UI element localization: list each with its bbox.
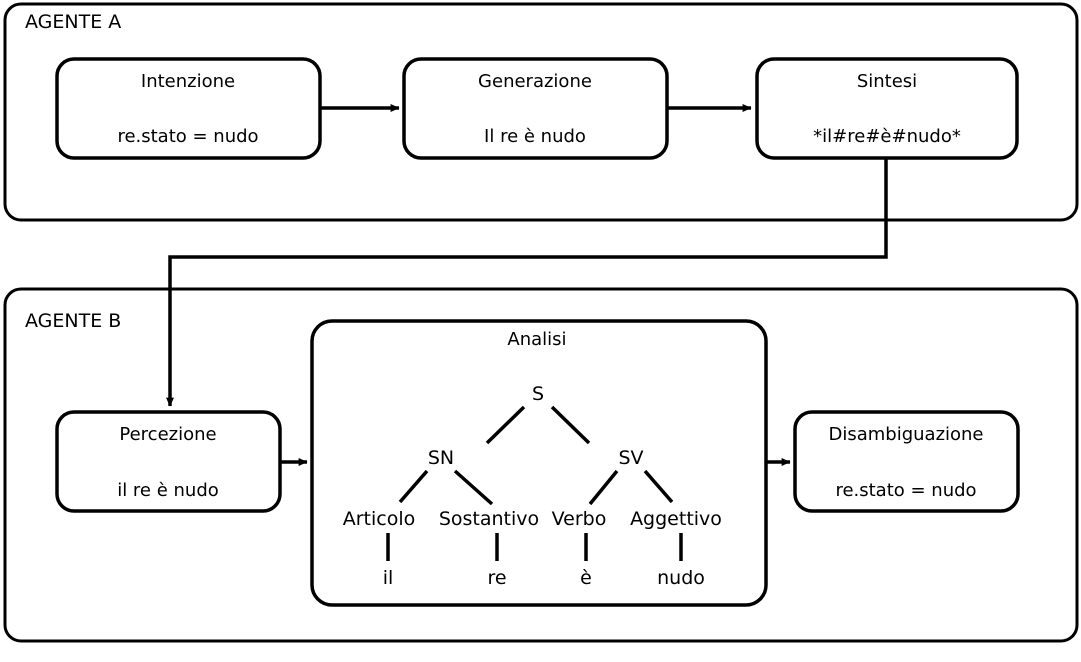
node-disambiguazione-box[interactable] bbox=[793, 410, 1020, 513]
node-disambiguazione-title: Disambiguazione bbox=[828, 424, 983, 445]
tree-node-aggettivo: Aggettivo bbox=[630, 508, 722, 530]
node-sintesi[interactable]: Sintesi *il#re#è#nudo* bbox=[755, 57, 1019, 160]
node-disambiguazione-value: re.stato = nudo bbox=[835, 480, 976, 501]
tree-edge-sn-articolo bbox=[398, 469, 429, 504]
agent-a-group: AGENTE A Intenzione re.stato = nudo Gene… bbox=[3, 2, 1079, 222]
node-generazione-title: Generazione bbox=[478, 71, 592, 92]
agent-a-label: AGENTE A bbox=[25, 11, 121, 33]
node-generazione[interactable]: Generazione Il re è nudo bbox=[402, 57, 669, 160]
tree-leaf-nudo: nudo bbox=[657, 567, 705, 589]
tree-node-articolo: Articolo bbox=[343, 508, 416, 530]
tree-node-verbo: Verbo bbox=[552, 508, 607, 530]
node-disambiguazione[interactable]: Disambiguazione re.stato = nudo bbox=[793, 410, 1020, 513]
tree-edge-s-sv bbox=[550, 405, 591, 445]
node-percezione-value: il re è nudo bbox=[117, 480, 219, 501]
tree-edge-sv-aggettivo bbox=[643, 469, 674, 504]
node-sintesi-title: Sintesi bbox=[857, 71, 917, 92]
tree-edge-sn-sostantivo bbox=[453, 469, 494, 506]
analysis-title: Analisi bbox=[507, 329, 566, 350]
arrow-sintesi-percezione bbox=[166, 158, 888, 407]
tree-edge-sv-verbo bbox=[588, 469, 619, 506]
node-generazione-value: Il re è nudo bbox=[484, 126, 586, 147]
tree-leaf-e: è bbox=[580, 567, 592, 589]
analysis-panel[interactable]: Analisi S SN SV bbox=[310, 319, 768, 607]
node-percezione-title: Percezione bbox=[119, 424, 216, 445]
analysis-box[interactable] bbox=[310, 319, 768, 607]
node-percezione[interactable]: Percezione il re è nudo bbox=[55, 410, 282, 513]
agent-b-group: AGENTE B Percezione il re è nudo Analisi… bbox=[3, 287, 1079, 643]
parse-tree: S SN SV Articolo Sostantivo bbox=[343, 383, 722, 589]
tree-node-sn: SN bbox=[428, 447, 454, 469]
tree-node-sv: SV bbox=[618, 447, 643, 469]
agent-b-frame bbox=[3, 287, 1079, 643]
tree-edge-s-sn bbox=[485, 405, 526, 445]
agent-b-label: AGENTE B bbox=[25, 310, 121, 332]
tree-node-s: S bbox=[532, 383, 544, 405]
tree-leaf-il: il bbox=[383, 567, 394, 589]
tree-leaf-re: re bbox=[487, 567, 506, 589]
node-sintesi-value: *il#re#è#nudo* bbox=[813, 126, 961, 147]
node-intenzione[interactable]: Intenzione re.stato = nudo bbox=[55, 57, 322, 160]
node-intenzione-value: re.stato = nudo bbox=[117, 126, 258, 147]
node-intenzione-title: Intenzione bbox=[141, 71, 235, 92]
tree-node-sostantivo: Sostantivo bbox=[439, 508, 539, 530]
agent-a-frame bbox=[3, 2, 1079, 222]
